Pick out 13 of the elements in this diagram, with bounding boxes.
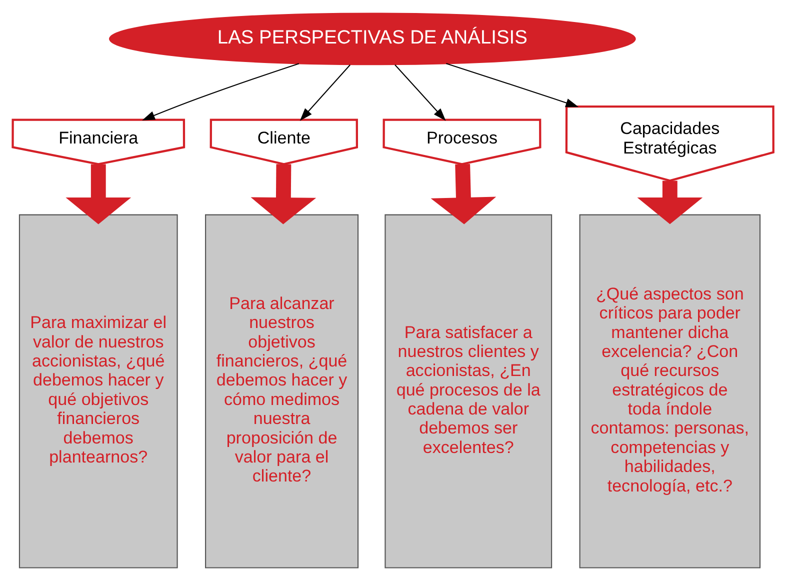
node-box: Para alcanzar nuestros objetivos financieros, ¿qué debemos hacer y cómo medimos nuestra proposición de valor para el cliente? bbox=[205, 214, 359, 568]
arrow bbox=[394, 64, 446, 120]
node-box: Para satisfacer a nuestros clientes y accionistas, ¿En qué procesos de la cadena de valor debemos ser excelentes? bbox=[384, 214, 552, 568]
arrow bbox=[637, 180, 703, 224]
node-ellipse: LAS PERSPECTIVAS DE ANÁLISIS bbox=[108, 12, 636, 65]
arrow bbox=[430, 164, 496, 224]
arrow bbox=[142, 62, 300, 120]
arrow bbox=[300, 64, 350, 120]
node-box: ¿Qué aspectos son críticos para poder mantener dicha excelencia? ¿Con qué recursos estratégicos de toda índole contamos: personas, competencias y habilidades, tecnología, etc.? bbox=[579, 214, 761, 568]
arrow bbox=[250, 164, 316, 224]
arrow bbox=[66, 164, 132, 224]
arrow bbox=[446, 62, 579, 107]
node-box: Para maximizar el valor de nuestros accionistas, ¿qué debemos hacer y qué objetivos financieros debemos plantearnos? bbox=[18, 214, 178, 568]
